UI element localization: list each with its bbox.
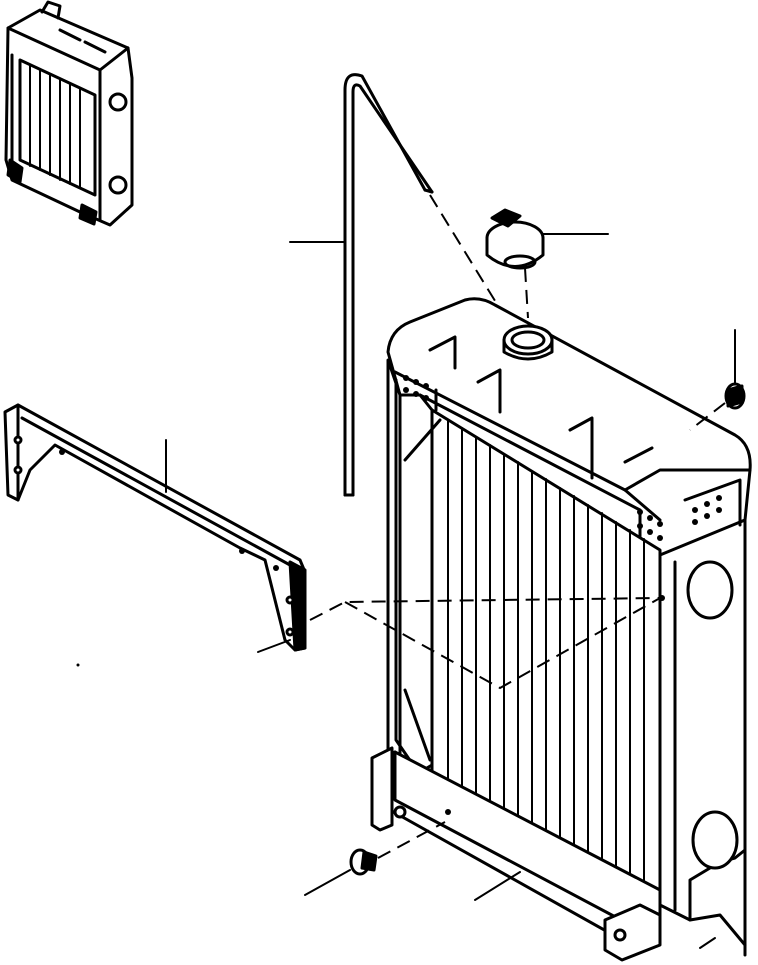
plug-leader-dashed (377, 821, 446, 859)
radiator-core (370, 297, 752, 962)
rail-leader (474, 871, 521, 901)
drain-plug (304, 848, 378, 896)
mounting-bolt (724, 329, 746, 410)
overflow-hose (289, 73, 434, 497)
radiator-cap (485, 208, 609, 270)
bolt-leader-dashed (689, 402, 726, 431)
hose-leader-dashed (429, 194, 509, 323)
inset-radiator (4, 0, 134, 227)
stray-dot (76, 663, 80, 667)
cap-leader-dashed (524, 267, 529, 319)
support-bracket (3, 403, 307, 653)
bracket-leader-dashed (309, 597, 661, 690)
corner-tick (699, 937, 716, 949)
